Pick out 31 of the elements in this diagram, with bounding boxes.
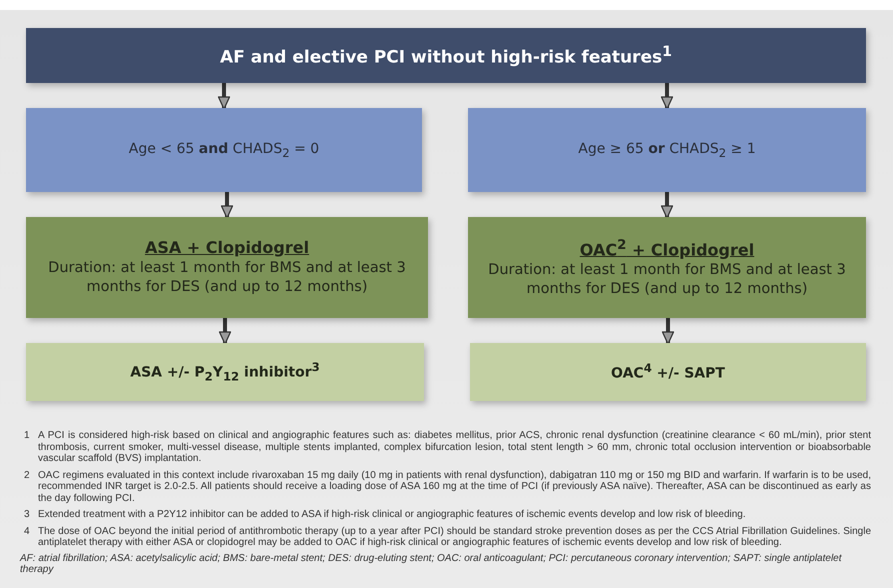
therapy-box [26,217,428,318]
duration-text: Duration: at least 1 month for BMS and at least 3 months for DES (and up to 12 months) [47,259,407,297]
footnote-number: 4 [24,526,31,538]
arrow [218,83,230,110]
abbreviations-note: AF: atrial fibrillation; ASA: acetylsalicylic acid; BMS: bare-metal stent; DES: drug-eluting stent; OAC: oral anticoagulant; PCI: percutaneous coronary intervention; SAPT: single antiplatelet therapy [20,552,843,576]
outcome-box [470,343,866,401]
therapy-box [468,217,866,318]
therapy-heading: ASA + Clopidogrel [144,238,310,260]
arrow [218,318,232,345]
box-text: Age ≥ 65 or CHADS$_{2}$ ≥ 1 [578,140,756,160]
box-text: AF and elective PCI without high-risk features$^{1}$ [220,42,672,68]
footnote-number: 3 [24,509,31,520]
arrow [660,192,674,219]
box-text: ASA +/- P$_{2}$Y$_{12}$ inhibitor$^{3}$ [130,360,320,384]
arrow [660,83,674,110]
footnote-text: OAC regimens evaluated in this context include rivaroxaban 15 mg daily (10 mg in patients with renal dysfunction), dabigatran 110 mg or 150 mg BID and warfarin. If warfarin is to be used, recommended INR target is 2.0-2.5. All patients should receive a loading dose of ASA 160 mg at the time of PCI (if previously ASA naïve). Thereafter, ASA can be discontinued as early as the day following PCI. [38,470,871,504]
footnote-text: The dose of OAC beyond the initial period of antithrombotic therapy (up to a year after PCI) should be standard stroke prevention doses as per the CCS Atrial Fibrillation Guidelines. Single antiplatelet therapy with either ASA or clopidogrel may be added to OAC if high-risk clinical or angiographic features of ischemic events develop and low risk of bleeding. [38,526,871,548]
header-box [26,28,866,83]
footnote-text: Extended treatment with a P2Y12 inhibitor can be added to ASA if high-risk clinical or angiographic features of ischemic events develop and low risk of bleeding. [38,509,747,520]
therapy-heading: OAC$^{2}$ + Clopidogrel [580,236,754,261]
arrow [220,192,234,219]
footnote-number: 1 [24,430,31,443]
footnote-text: A PCI is considered high-risk based on clinical and angiographic features such as: diabetes mellitus, prior ACS, chronic renal dysfunction (creatinine clearance < 60 mL/min), prior stent thrombosis, current smoker, multi-vessel disease, multiple stents implanted, complex bifurcation lesion, total stent length > 60 mm, chronic total occlusion intervention or bioabsorbable vascular scaffold (BVS) implantation. [38,430,871,464]
box-text: OAC$^{4}$ +/- SAPT [611,361,725,383]
criteria-box [26,108,422,192]
outcome-box [26,343,424,401]
footnote-number: 2 [24,470,31,482]
arrow [662,318,674,345]
criteria-box [468,108,866,192]
duration-text: Duration: at least 1 month for BMS and at least 3 months for DES (and up to 12 months) [487,260,847,298]
box-text: Age < 65 and CHADS$_{2}$ = 0 [128,140,320,160]
